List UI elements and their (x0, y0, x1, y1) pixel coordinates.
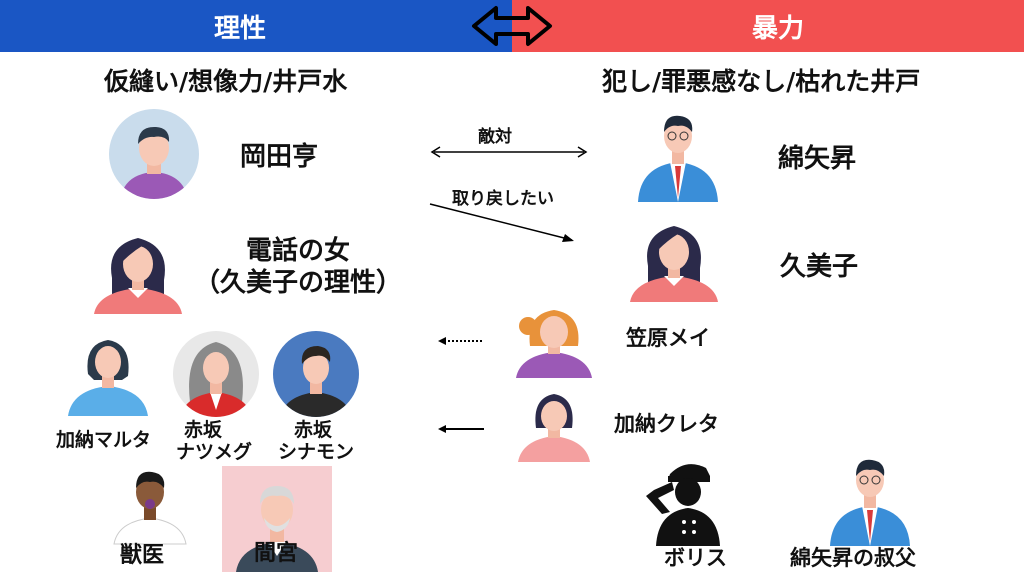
phone-woman-avatar (94, 238, 182, 314)
boris-silhouette-icon (646, 464, 720, 546)
header-band-right (512, 0, 1024, 52)
left-heading: 仮縫い/想像力/井戸水 (104, 67, 348, 96)
creta-avatar (518, 394, 590, 462)
relation-want-back-label: 取り戻したい (452, 189, 554, 209)
okada-avatar (109, 109, 199, 199)
cinnamon-name-1: 赤坂 (294, 419, 333, 441)
kumiko-name: 久美子 (780, 252, 859, 282)
double-arrow-icon (472, 6, 552, 46)
hostile-arrow (430, 146, 588, 158)
relation-hostile-label: 敵対 (478, 127, 512, 147)
cinnamon-name-2: シナモン (278, 441, 355, 463)
wataya-avatar (638, 115, 718, 202)
nutmeg-name-2: ナツメグ (176, 441, 253, 463)
mamiya-avatar (222, 466, 332, 572)
uncle-name: 綿矢昇の叔父 (790, 546, 916, 570)
uncle-avatar (830, 459, 910, 546)
header-band-left (0, 0, 512, 52)
right-title: 暴力 (752, 14, 805, 44)
right-heading: 犯し/罪悪感なし/枯れた井戸 (602, 67, 921, 96)
malta-avatar (68, 340, 148, 416)
phone-woman-name-2: （久美子の理性） (194, 268, 403, 298)
left-title: 理性 (214, 14, 267, 44)
wataya-name: 綿矢昇 (778, 144, 857, 174)
vet-avatar (113, 471, 187, 545)
nutmeg-avatar (173, 331, 259, 417)
phone-woman-name-1: 電話の女 (246, 236, 351, 266)
may-avatar (516, 310, 592, 378)
okada-name: 岡田亨 (240, 142, 319, 172)
malta-name: 加納マルタ (56, 429, 152, 451)
creta-name: 加納クレタ (614, 412, 719, 436)
cinnamon-avatar (273, 331, 359, 417)
vet-name: 獣医 (120, 543, 165, 568)
mamiya-name: 間宮 (254, 541, 299, 566)
want-back-arrow (429, 203, 574, 242)
nutmeg-name-1: 赤坂 (184, 419, 223, 441)
kumiko-avatar (630, 226, 718, 302)
creta-arrow (438, 425, 484, 433)
may-dotted-arrow (438, 337, 484, 345)
may-name: 笠原メイ (626, 326, 710, 350)
boris-name: ボリス (664, 546, 727, 570)
